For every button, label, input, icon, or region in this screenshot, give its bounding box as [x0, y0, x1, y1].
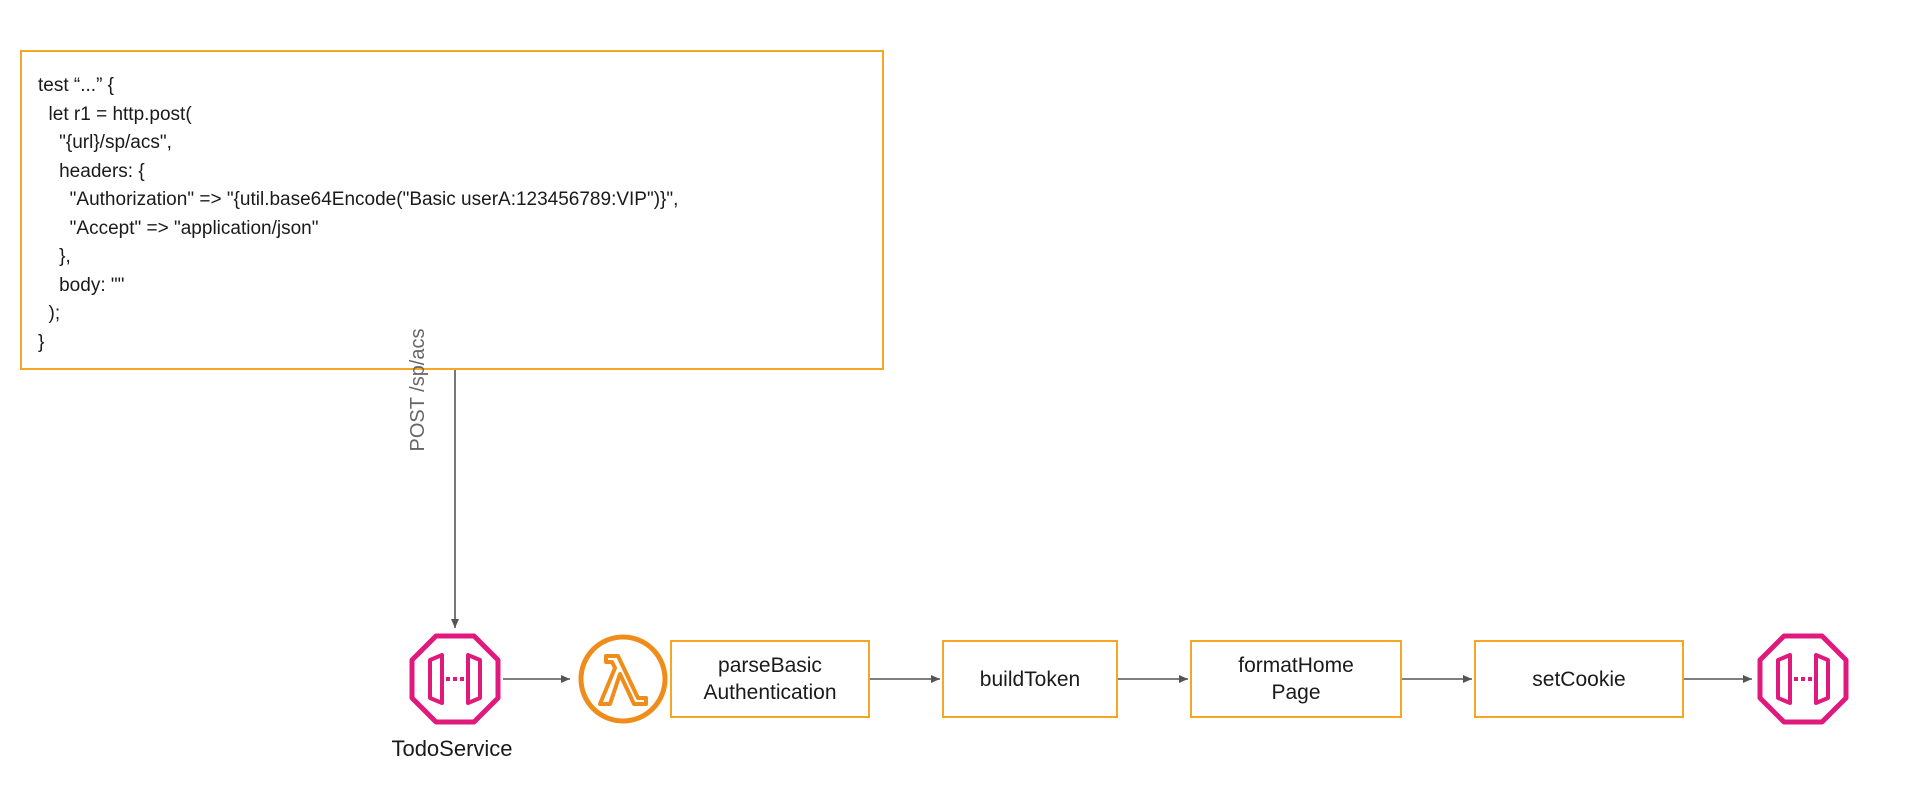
api-gateway-icon — [1757, 633, 1849, 725]
code-line: "Authorization" => "{util.base64Encode("… — [38, 189, 679, 210]
code-block: test “...” { let r1 = http.post( "{url}/… — [20, 50, 884, 370]
code-line: ); — [38, 303, 61, 324]
code-line: let r1 = http.post( — [38, 103, 192, 125]
edge-label-post: POST /sp/acs — [407, 328, 429, 452]
code-line: body: "" — [38, 274, 125, 296]
service-label: TodoService — [391, 736, 513, 761]
step-label: buildToken — [979, 667, 1081, 691]
step-label: formatHome Page — [1238, 654, 1354, 704]
step-set-cookie: setCookie — [1474, 640, 1684, 718]
code-line: }, — [38, 246, 71, 267]
step-label: parseBasic Authentication — [703, 654, 837, 704]
code-line: headers: { — [38, 160, 145, 182]
code-line: "Accept" => "application/json" — [38, 217, 319, 239]
step-format-home-page: formatHome Page — [1190, 640, 1402, 718]
code-line: "{url}/sp/acs", — [38, 132, 172, 153]
code-line: test “...” { — [38, 75, 115, 96]
code-line: } — [38, 331, 45, 353]
step-parse-basic-authentication: parseBasic Authentication — [670, 640, 870, 718]
api-gateway-icon — [409, 633, 501, 725]
lambda-icon — [578, 634, 668, 724]
step-label: setCookie — [1532, 667, 1626, 691]
step-build-token: buildToken — [942, 640, 1118, 718]
